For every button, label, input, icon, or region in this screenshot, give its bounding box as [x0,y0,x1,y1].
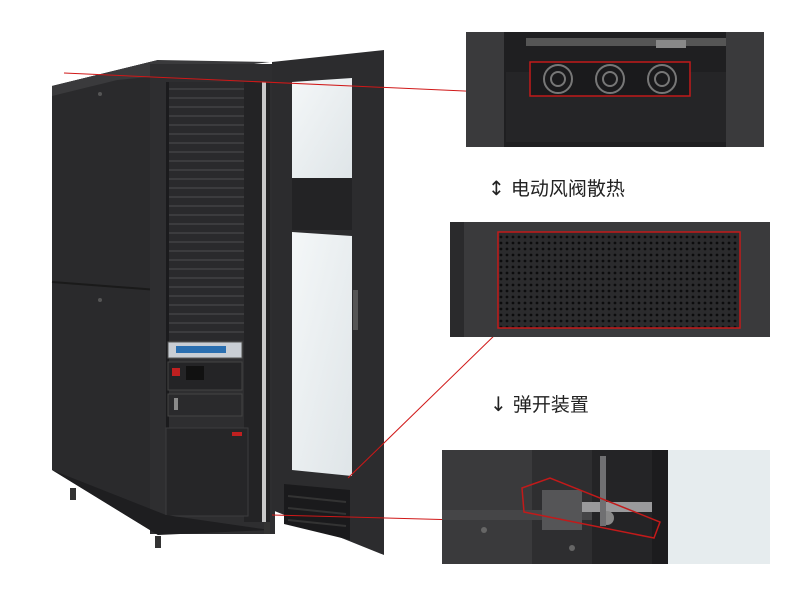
ups-unit [167,393,243,417]
callout-line-top [63,72,531,95]
detail-photo-release-latch [442,450,770,564]
server-cabinet-illustration [51,50,384,555]
damper-label-row: ↕ 电动风阀散热 [488,174,625,201]
battery-box [165,427,249,517]
door-glass-upper [292,78,352,178]
door-handle [353,290,358,330]
damper-label: 电动风阀散热 [510,178,625,200]
server-cabinet-drawing [51,50,384,555]
rack-blanking-panels [166,82,244,340]
detail-photo-top-fans [466,32,764,147]
down-arrow-icon: ↓ [490,392,507,416]
detail-photo-damper [450,222,770,337]
perforated-vent [497,231,741,329]
callout-line-mid [347,329,501,479]
cabinet-base [52,470,270,535]
fan-icon [543,64,677,94]
up-down-arrow-icon: ↕ [488,176,505,200]
callout-line-bottom [271,514,461,521]
release-label-row: ↓ 弹开装置 [490,390,589,417]
cabinet-side-panel [52,60,158,535]
latch-mechanism [542,456,652,530]
door-glass-lower [292,232,352,476]
release-label: 弹开装置 [512,394,589,416]
monitoring-unit [167,361,243,391]
